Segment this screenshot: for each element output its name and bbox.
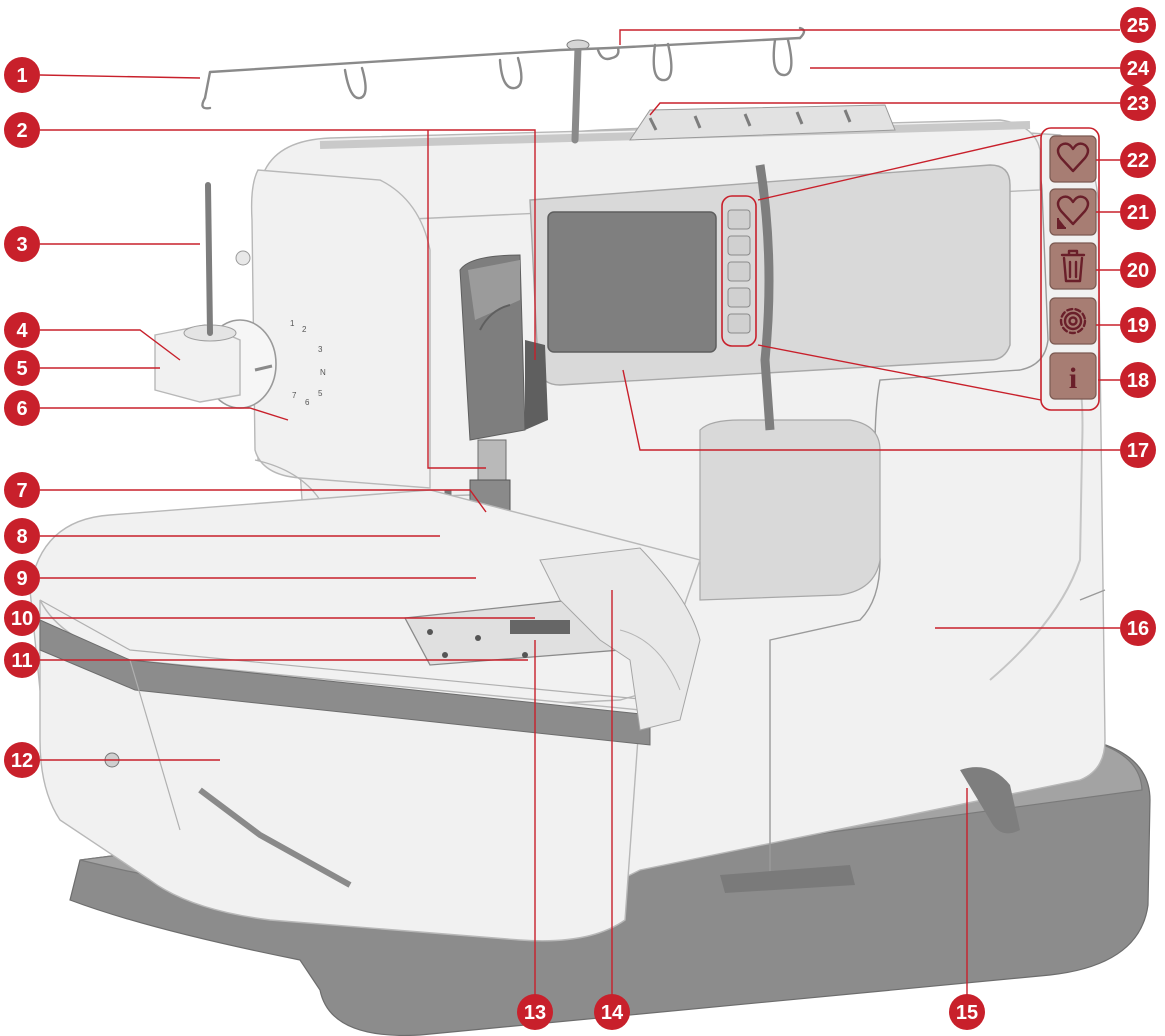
callout-badges: 1 2 3 4 5 6 7 8 9 10 11 12 13 14 15 16 1…	[4, 7, 1156, 1030]
callout-5: 5	[4, 350, 40, 386]
svg-text:9: 9	[16, 568, 27, 590]
callout-11: 11	[4, 642, 40, 678]
callout-14: 14	[594, 994, 630, 1030]
screen-button-4[interactable]	[727, 287, 751, 308]
svg-text:25: 25	[1127, 15, 1149, 37]
callout-20: 20	[1120, 252, 1156, 288]
thread-guide-column	[459, 254, 548, 441]
callout-1: 1	[4, 57, 40, 93]
callout-18: 18	[1120, 362, 1156, 398]
delete-button[interactable]	[1049, 242, 1097, 290]
load-favorite-button[interactable]	[1049, 188, 1097, 236]
spool-holder[interactable]	[154, 182, 241, 403]
left-side-panel	[235, 169, 471, 501]
gear-icon	[1059, 307, 1087, 335]
svg-text:22: 22	[1127, 150, 1149, 172]
svg-text:5: 5	[318, 389, 323, 398]
svg-text:1: 1	[16, 65, 27, 87]
callout-21: 21	[1120, 194, 1156, 230]
svg-text:2: 2	[302, 325, 307, 334]
callout-4: 4	[4, 312, 40, 348]
screen-button-3[interactable]	[727, 261, 751, 282]
tension-dials[interactable]	[629, 104, 896, 141]
callout-24: 24	[1120, 50, 1156, 86]
svg-text:23: 23	[1127, 93, 1149, 115]
svg-text:6: 6	[16, 398, 27, 420]
callout-3: 3	[4, 226, 40, 262]
svg-text:5: 5	[16, 358, 27, 380]
info-icon: i	[1069, 362, 1077, 395]
settings-button[interactable]	[1049, 297, 1097, 345]
trash-icon	[1060, 249, 1086, 283]
svg-text:24: 24	[1127, 58, 1150, 80]
callout-7: 7	[4, 472, 40, 508]
callout-9: 9	[4, 560, 40, 596]
svg-text:N: N	[320, 368, 326, 377]
svg-text:12: 12	[11, 750, 33, 772]
callout-2: 2	[4, 112, 40, 148]
callout-19: 19	[1120, 307, 1156, 343]
base-connector	[720, 767, 1020, 893]
screen-button-column	[721, 195, 757, 347]
svg-text:14: 14	[601, 1002, 624, 1024]
callout-8: 8	[4, 518, 40, 554]
svg-text:17: 17	[1127, 440, 1149, 462]
svg-text:16: 16	[1127, 618, 1149, 640]
screen-button-2[interactable]	[727, 235, 751, 256]
needle-plate	[403, 597, 622, 666]
heart-icon	[1056, 142, 1090, 173]
svg-text:11: 11	[11, 650, 32, 672]
function-button-group-outline	[1040, 127, 1100, 411]
touch-screen[interactable]	[547, 211, 717, 353]
callout-17: 17	[1120, 432, 1156, 468]
svg-text:7: 7	[292, 391, 297, 400]
svg-text:6: 6	[305, 398, 310, 407]
svg-text:20: 20	[1127, 260, 1149, 282]
svg-text:10: 10	[11, 608, 33, 630]
svg-text:21: 21	[1127, 202, 1149, 224]
telescopic-thread-guide[interactable]	[201, 26, 806, 144]
svg-text:4: 4	[16, 320, 28, 342]
svg-text:3: 3	[16, 234, 27, 256]
favorite-button[interactable]	[1049, 135, 1097, 183]
svg-text:13: 13	[524, 1002, 546, 1024]
callout-10: 10	[4, 600, 40, 636]
info-button[interactable]: i	[1049, 352, 1097, 400]
svg-text:1: 1	[290, 319, 295, 328]
screen-button-group-outline	[721, 195, 757, 347]
svg-text:18: 18	[1127, 370, 1149, 392]
callout-22: 22	[1120, 142, 1156, 178]
looper-cover	[539, 547, 701, 731]
leader-lines	[39, 29, 1120, 1000]
callout-13: 13	[517, 994, 553, 1030]
svg-text:2: 2	[16, 120, 27, 142]
callout-25: 25	[1120, 7, 1156, 43]
svg-text:8: 8	[16, 526, 27, 548]
callout-15: 15	[949, 994, 985, 1030]
callout-12: 12	[4, 742, 40, 778]
heart-return-icon	[1056, 195, 1090, 226]
screen-button-1[interactable]	[727, 209, 751, 230]
callout-6: 6	[4, 390, 40, 426]
callout-16: 16	[1120, 610, 1156, 646]
svg-text:7: 7	[16, 480, 27, 502]
callout-23: 23	[1120, 85, 1156, 121]
screen-button-5[interactable]	[727, 313, 751, 334]
svg-text:15: 15	[956, 1002, 978, 1024]
svg-text:3: 3	[318, 345, 323, 354]
svg-text:19: 19	[1127, 315, 1149, 337]
function-button-panel: i	[1040, 127, 1100, 411]
